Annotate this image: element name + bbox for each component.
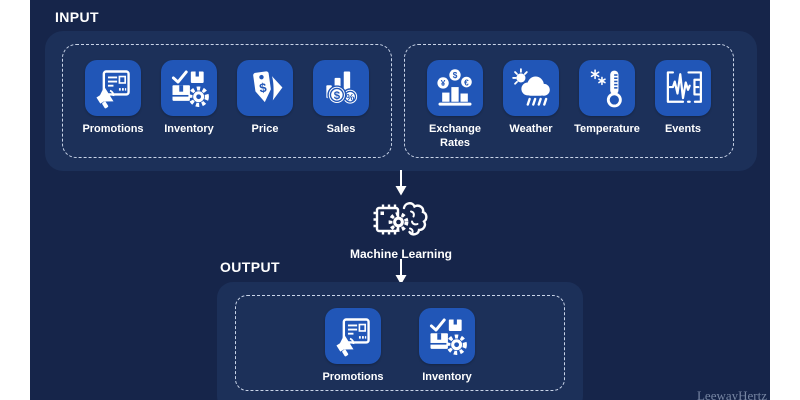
machine-learning-icon [370,194,432,246]
exchange-rates-tile: Exchange Rates [427,60,483,151]
tile-label: Exchange Rates [429,123,481,149]
input-group-external: Exchange Rates Weather Temperature Events [404,44,734,158]
output-panel: Promotions Inventory [217,282,583,400]
watermark: LeewayHertz [696,388,767,400]
promotions-tile: Promotions [322,308,384,385]
exchange-rates-icon [427,60,483,116]
tile-label: Sales [326,123,356,135]
price-icon [237,60,293,116]
promotions-tile: Promotions [82,60,144,137]
input-section-title: INPUT [55,9,99,25]
tile-label: Weather [509,123,553,135]
events-icon [655,60,711,116]
sales-icon [313,60,369,116]
weather-icon [503,60,559,116]
sales-tile: Sales [313,60,369,137]
input-panel: Promotions Inventory Price Sales Exchange R… [45,31,757,171]
input-group-internal: Promotions Inventory Price Sales [62,44,392,158]
promotions-icon [325,308,381,364]
inventory-icon [419,308,475,364]
tile-label: Promotions [82,123,144,135]
price-tile: Price [237,60,293,137]
temperature-icon [579,60,635,116]
tile-label: Promotions [322,371,384,383]
weather-tile: Weather [503,60,559,137]
machine-learning-label: Machine Learning [349,247,453,261]
promotions-icon [85,60,141,116]
tile-label: Temperature [574,123,640,135]
arrow-down-icon [394,170,408,196]
tile-label: Events [664,123,702,135]
tile-label: Inventory [422,371,472,383]
events-tile: Events [655,60,711,137]
inventory-tile: Inventory [419,308,475,385]
output-section-title: OUTPUT [220,259,280,275]
inventory-tile: Inventory [161,60,217,137]
tile-label: Price [251,123,279,135]
output-group: Promotions Inventory [235,295,565,391]
temperature-tile: Temperature [574,60,640,137]
inventory-icon [161,60,217,116]
tile-label: Inventory [164,123,214,135]
